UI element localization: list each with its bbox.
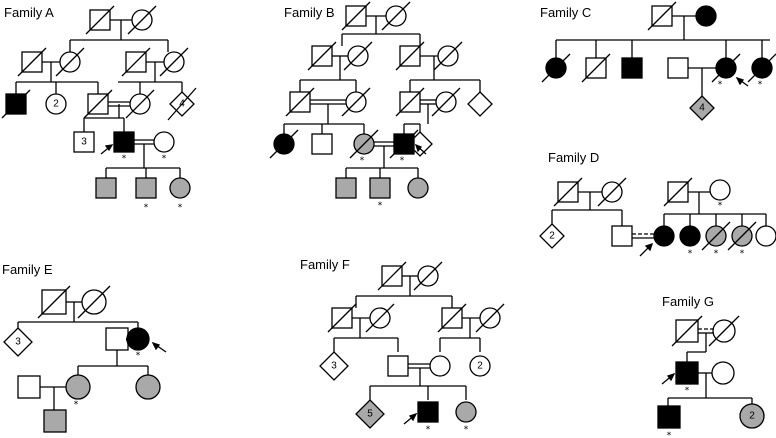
family-e-title: Family E bbox=[2, 262, 53, 277]
family-c-pedigree: Family C * * bbox=[540, 1, 776, 121]
family-f-title: Family F bbox=[300, 257, 350, 272]
svg-text:2: 2 bbox=[53, 99, 59, 110]
svg-text:2: 2 bbox=[477, 361, 483, 372]
family-e-pedigree: Family E 3 * bbox=[2, 262, 167, 433]
svg-text:*: * bbox=[667, 431, 672, 438]
family-d-title: Family D bbox=[548, 150, 599, 165]
svg-text:*: * bbox=[178, 203, 183, 213]
a-female-count-2 bbox=[45, 93, 67, 115]
svg-text:5: 5 bbox=[367, 409, 373, 420]
svg-text:*: * bbox=[74, 400, 79, 410]
family-g-title: Family G bbox=[662, 294, 714, 309]
f-diamond-count-5 bbox=[355, 399, 385, 429]
svg-text:*: * bbox=[758, 80, 763, 90]
f-diamond-count-3 bbox=[319, 351, 349, 381]
svg-text:*: * bbox=[144, 203, 149, 213]
svg-text:3: 3 bbox=[81, 137, 87, 148]
svg-text:2: 2 bbox=[549, 231, 555, 242]
g-circle-count-2 bbox=[739, 403, 765, 429]
d-diamond-count-2 bbox=[539, 223, 565, 249]
svg-text:*: * bbox=[740, 249, 745, 259]
svg-text:*: * bbox=[360, 156, 365, 166]
g-proband bbox=[675, 361, 699, 385]
svg-text:3: 3 bbox=[15, 337, 21, 348]
svg-text:*: * bbox=[136, 351, 141, 361]
family-b-pedigree: Family B bbox=[269, 1, 493, 211]
family-a-pedigree: Family A bbox=[1, 5, 197, 213]
a-proband bbox=[113, 131, 135, 153]
family-f-pedigree: Family F bbox=[300, 257, 505, 435]
svg-text:*: * bbox=[718, 80, 723, 90]
svg-text:*: * bbox=[688, 249, 693, 259]
d-proband bbox=[653, 225, 675, 247]
svg-text:*: * bbox=[162, 154, 167, 164]
svg-text:3: 3 bbox=[331, 361, 337, 372]
family-d-pedigree: Family D 2 * bbox=[539, 150, 776, 259]
svg-text:*: * bbox=[685, 386, 690, 396]
svg-text:2: 2 bbox=[749, 411, 755, 422]
svg-text:4: 4 bbox=[699, 103, 705, 114]
svg-text:*: * bbox=[714, 249, 719, 259]
svg-text:*: * bbox=[464, 425, 469, 435]
a-deceased-line bbox=[85, 5, 115, 35]
e-diamond-count-3 bbox=[3, 327, 33, 357]
family-a-title: Family A bbox=[4, 5, 54, 20]
svg-text:*: * bbox=[378, 201, 383, 211]
svg-text:4: 4 bbox=[179, 99, 185, 110]
f-circle-count-2 bbox=[469, 355, 491, 377]
c-diamond-count-4 bbox=[689, 95, 715, 121]
svg-text:*: * bbox=[400, 156, 405, 166]
family-g-pedigree: Family G * * 2 bbox=[657, 294, 765, 438]
family-b-title: Family B bbox=[284, 5, 335, 20]
f-proband bbox=[417, 401, 439, 423]
svg-text:*: * bbox=[718, 201, 723, 211]
svg-text:*: * bbox=[122, 154, 127, 164]
e-proband bbox=[126, 327, 150, 351]
svg-text:*: * bbox=[426, 425, 431, 435]
a-grandmother bbox=[131, 9, 153, 31]
a-male-count-3 bbox=[73, 131, 95, 153]
family-c-title: Family C bbox=[540, 5, 591, 20]
a-diamond-count-4 bbox=[169, 91, 195, 117]
